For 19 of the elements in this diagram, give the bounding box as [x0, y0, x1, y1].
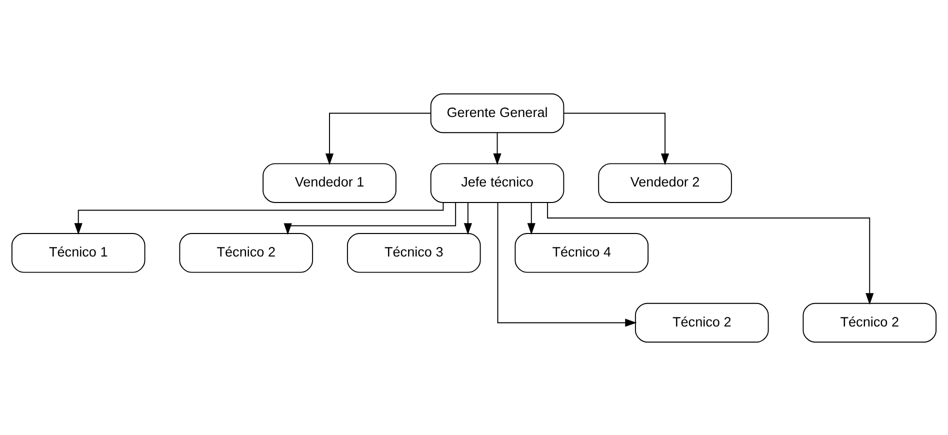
- arrow: [564, 112, 670, 165]
- node-box: Jefe técnico: [430, 162, 564, 202]
- node-box: Vendedor 2: [598, 162, 732, 202]
- node-box: Técnico 2: [802, 302, 937, 342]
- node-box: Vendedor 1: [262, 162, 396, 202]
- arrow: [547, 202, 874, 304]
- node-box: Técnico 4: [514, 232, 649, 272]
- node-box: Gerente General: [430, 92, 564, 133]
- arrow: [464, 202, 472, 234]
- node-box: Técnico 2: [634, 302, 769, 342]
- arrow: [284, 202, 456, 234]
- node-box: Técnico 3: [346, 232, 481, 272]
- arrow: [493, 132, 502, 164]
- arrow: [497, 202, 637, 326]
- node-box: Técnico 2: [179, 232, 314, 272]
- node-box: Técnico 1: [11, 232, 146, 272]
- arrow: [74, 202, 444, 234]
- arrow: [527, 202, 536, 234]
- arrow: [325, 112, 431, 165]
